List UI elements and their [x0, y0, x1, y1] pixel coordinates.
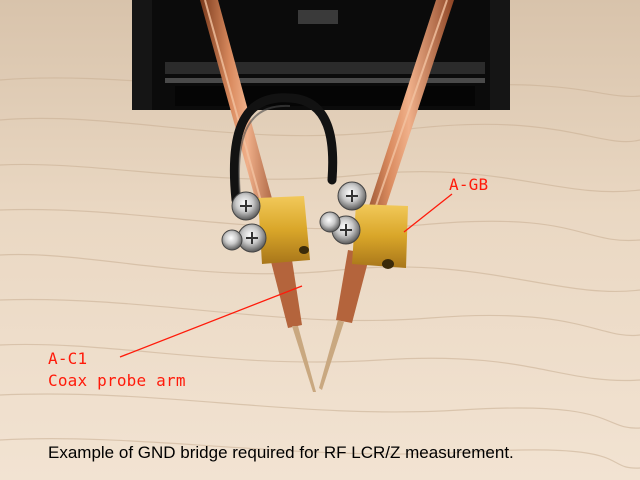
- right-screw-cluster: [319, 181, 367, 245]
- label-ac1-line1: A-C1: [48, 349, 88, 368]
- left-screw-cluster: [221, 191, 267, 253]
- image-caption: Example of GND bridge required for RF LC…: [48, 443, 514, 462]
- label-ac1-line2: Coax probe arm: [48, 371, 186, 390]
- probe-needles: [292, 320, 344, 392]
- label-ac1: A-C1 Coax probe arm: [48, 348, 186, 392]
- black-fixture-base: [132, 0, 510, 110]
- ac1-leader-line: [119, 285, 303, 358]
- ground-bridge-wire: [229, 93, 338, 205]
- right-brass-block: [352, 204, 408, 269]
- agb-leader-line: [403, 193, 453, 233]
- label-agb: A-GB: [449, 175, 489, 194]
- left-brass-block: [258, 196, 310, 264]
